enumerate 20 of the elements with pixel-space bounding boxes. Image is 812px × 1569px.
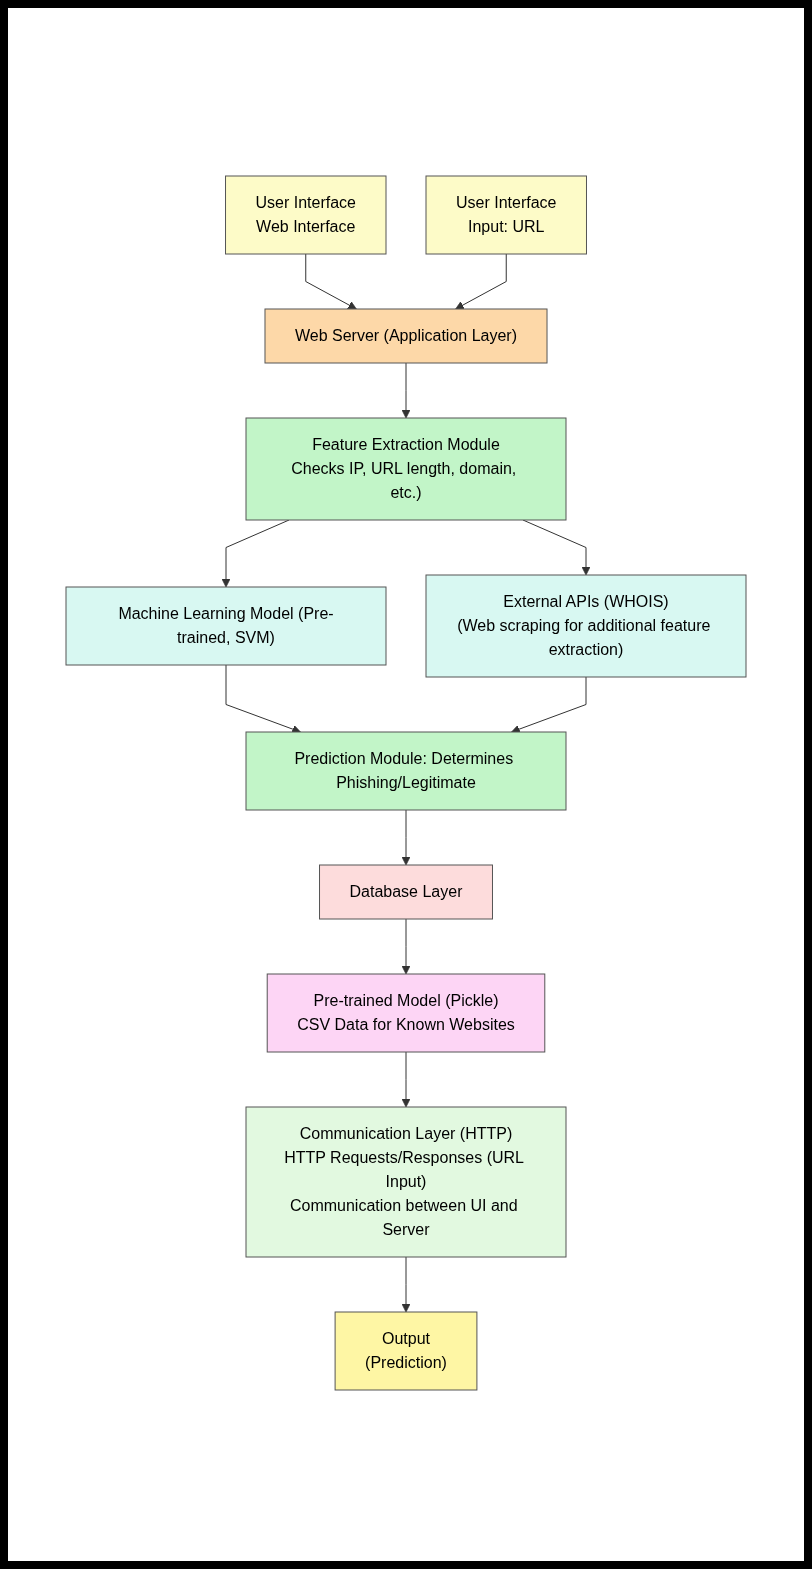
node-box: Prediction Module: Determines Phishing/Legitimate — [245, 731, 567, 811]
node-box: Machine Learning Model (Pre-trained, SVM) — [65, 586, 387, 666]
node-box: User Interface Input: URL — [425, 175, 587, 255]
arrow — [305, 253, 357, 310]
arrow — [401, 1051, 411, 1108]
node-box: External APIs (WHOIS) (Web scraping for additional feature extraction) — [425, 574, 747, 678]
arrow — [225, 664, 301, 734]
node-box: Web Server (Application Layer) — [264, 308, 548, 364]
arrow — [401, 362, 411, 419]
node-box: Pre-trained Model (Pickle) CSV Data for Known Websites — [266, 973, 546, 1053]
node-box: Output (Prediction) — [334, 1311, 478, 1391]
arrow — [401, 809, 411, 866]
node-box: Feature Extraction Module Checks IP, URL length, domain, etc.) — [245, 417, 567, 521]
node-box: Communication Layer (HTTP) HTTP Requests/Responses (URL Input) Communication between UI and Server — [245, 1106, 567, 1258]
arrow — [511, 676, 587, 734]
arrow — [401, 1256, 411, 1313]
arrow — [401, 918, 411, 975]
arrow — [455, 253, 507, 310]
node-box: Database Layer — [319, 864, 493, 920]
node-box: User Interface Web Interface — [225, 175, 387, 255]
